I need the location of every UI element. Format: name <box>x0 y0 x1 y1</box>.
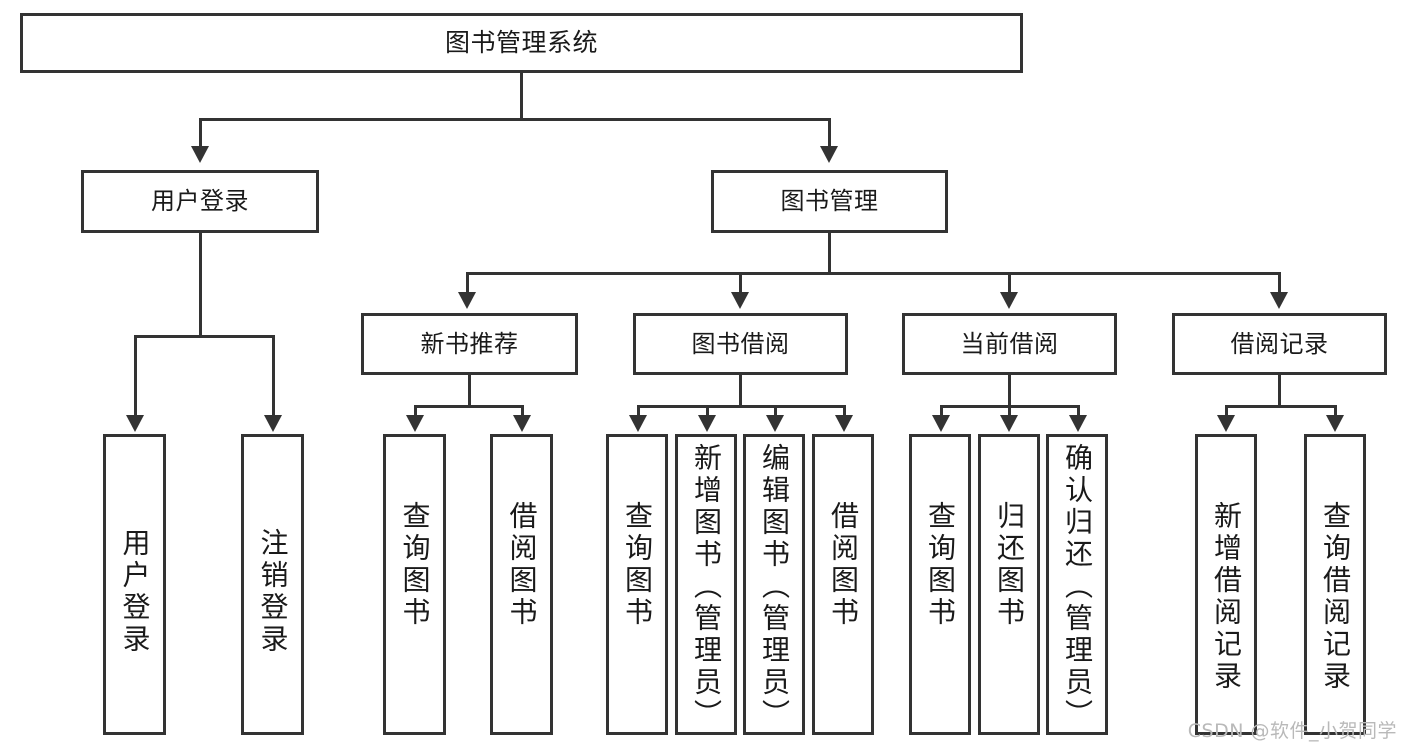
arrow-root-to-user-login <box>191 146 209 163</box>
leaf-add-borrow-record[interactable]: 新增借阅记录 <box>1195 434 1257 735</box>
connector-user-login-bar <box>134 335 275 338</box>
node-user-login[interactable]: 用户登录 <box>81 170 319 233</box>
node-label: 确认归还（管理员） <box>1061 443 1094 731</box>
node-root-system[interactable]: 图书管理系统 <box>20 13 1023 73</box>
arrow-book-borrow-leaf-1 <box>629 415 647 432</box>
node-label: 图书管理 <box>780 187 879 216</box>
connector-new-book-leaf-1 <box>414 405 417 417</box>
leaf-add-book-admin[interactable]: 新增图书（管理员） <box>675 434 737 735</box>
node-book-management[interactable]: 图书管理 <box>711 170 948 233</box>
node-label: 查询图书 <box>621 501 654 629</box>
node-borrow-record[interactable]: 借阅记录 <box>1172 313 1387 375</box>
node-label: 用户登录 <box>151 187 249 216</box>
node-label: 借阅记录 <box>1230 329 1329 358</box>
connector-new-book-leaf-2 <box>521 405 524 417</box>
arrow-book-borrow-leaf-4 <box>835 415 853 432</box>
leaf-borrow-book[interactable]: 借阅图书 <box>812 434 874 735</box>
connector-new-book-bar <box>414 405 524 408</box>
arrow-to-book-borrow <box>731 292 749 309</box>
node-label: 借阅图书 <box>505 501 539 629</box>
node-book-borrow[interactable]: 图书借阅 <box>633 313 848 375</box>
connector-borrow-record-bar <box>1225 405 1337 408</box>
connector-book-manage-bar <box>466 272 1279 275</box>
watermark-text: CSDN @软件_小贺同学 <box>1187 720 1397 742</box>
connector-book-borrow-bar <box>637 405 846 408</box>
connector-current-borrow-leaf-1 <box>940 405 943 417</box>
arrow-to-current-borrow <box>1000 292 1018 309</box>
node-label: 查询图书 <box>924 501 957 629</box>
arrow-new-book-leaf-2 <box>513 415 531 432</box>
leaf-user-login[interactable]: 用户登录 <box>103 434 166 735</box>
connector-root-stem <box>520 73 523 120</box>
node-label: 用户登录 <box>118 528 152 656</box>
connector-user-login-leaf-1 <box>134 335 137 417</box>
arrow-user-login-leaf-2 <box>264 415 282 432</box>
node-label: 归还图书 <box>993 501 1026 629</box>
connector-to-current-borrow <box>1008 272 1011 294</box>
arrow-new-book-leaf-1 <box>406 415 424 432</box>
arrow-book-borrow-leaf-3 <box>766 415 784 432</box>
connector-borrow-record-leaf-2 <box>1334 405 1337 417</box>
connector-book-borrow-leaf-2 <box>706 405 709 417</box>
connector-user-login-stem <box>199 233 202 338</box>
arrow-book-borrow-leaf-2 <box>698 415 716 432</box>
leaf-query-book-borrow[interactable]: 查询图书 <box>606 434 668 735</box>
connector-borrow-record-leaf-1 <box>1225 405 1228 417</box>
connector-new-book-stem <box>468 375 471 408</box>
arrow-borrow-record-leaf-2 <box>1326 415 1344 432</box>
arrow-current-borrow-leaf-2 <box>1000 415 1018 432</box>
node-label: 新增借阅记录 <box>1210 501 1243 693</box>
node-label: 图书借阅 <box>691 329 790 358</box>
node-new-book-recommend[interactable]: 新书推荐 <box>361 313 578 375</box>
node-label: 编辑图书（管理员） <box>758 443 791 731</box>
leaf-query-book-recommend[interactable]: 查询图书 <box>383 434 446 735</box>
connector-book-manage-stem <box>828 233 831 275</box>
connector-current-borrow-leaf-3 <box>1077 405 1080 417</box>
leaf-logout-login[interactable]: 注销登录 <box>241 434 304 735</box>
connector-book-borrow-leaf-3 <box>774 405 777 417</box>
connector-current-borrow-stem <box>1008 375 1011 408</box>
node-label: 查询图书 <box>398 501 432 629</box>
leaf-confirm-return-admin[interactable]: 确认归还（管理员） <box>1046 434 1108 735</box>
connector-book-borrow-stem <box>739 375 742 408</box>
arrow-user-login-leaf-1 <box>126 415 144 432</box>
arrow-borrow-record-leaf-1 <box>1217 415 1235 432</box>
connector-current-borrow-leaf-2 <box>1008 405 1011 417</box>
arrow-root-to-book-manage <box>820 146 838 163</box>
leaf-query-borrow-record[interactable]: 查询借阅记录 <box>1304 434 1366 735</box>
node-label: 当前借阅 <box>960 329 1059 358</box>
connector-to-borrow-record <box>1278 272 1281 294</box>
connector-root-bar <box>199 118 831 121</box>
node-label: 注销登录 <box>256 528 290 656</box>
connector-root-to-user-login <box>199 118 202 148</box>
arrow-current-borrow-leaf-1 <box>932 415 950 432</box>
arrow-current-borrow-leaf-3 <box>1069 415 1087 432</box>
connector-user-login-leaf-2 <box>272 335 275 417</box>
leaf-query-book-current[interactable]: 查询图书 <box>909 434 971 735</box>
leaf-edit-book-admin[interactable]: 编辑图书（管理员） <box>743 434 805 735</box>
connector-to-new-book <box>466 272 469 294</box>
arrow-to-new-book <box>458 292 476 309</box>
connector-root-to-book-manage <box>828 118 831 148</box>
connector-book-borrow-leaf-4 <box>843 405 846 417</box>
node-label: 查询借阅记录 <box>1319 501 1352 693</box>
connector-borrow-record-stem <box>1278 375 1281 408</box>
node-label: 借阅图书 <box>827 501 860 629</box>
connector-book-borrow-leaf-1 <box>637 405 640 417</box>
leaf-borrow-book-recommend[interactable]: 借阅图书 <box>490 434 553 735</box>
node-label: 新书推荐 <box>420 329 519 358</box>
node-label: 新增图书（管理员） <box>690 443 723 731</box>
connector-to-book-borrow <box>739 272 742 294</box>
node-label: 图书管理系统 <box>444 28 598 58</box>
arrow-to-borrow-record <box>1270 292 1288 309</box>
node-current-borrow[interactable]: 当前借阅 <box>902 313 1117 375</box>
leaf-return-book[interactable]: 归还图书 <box>978 434 1040 735</box>
